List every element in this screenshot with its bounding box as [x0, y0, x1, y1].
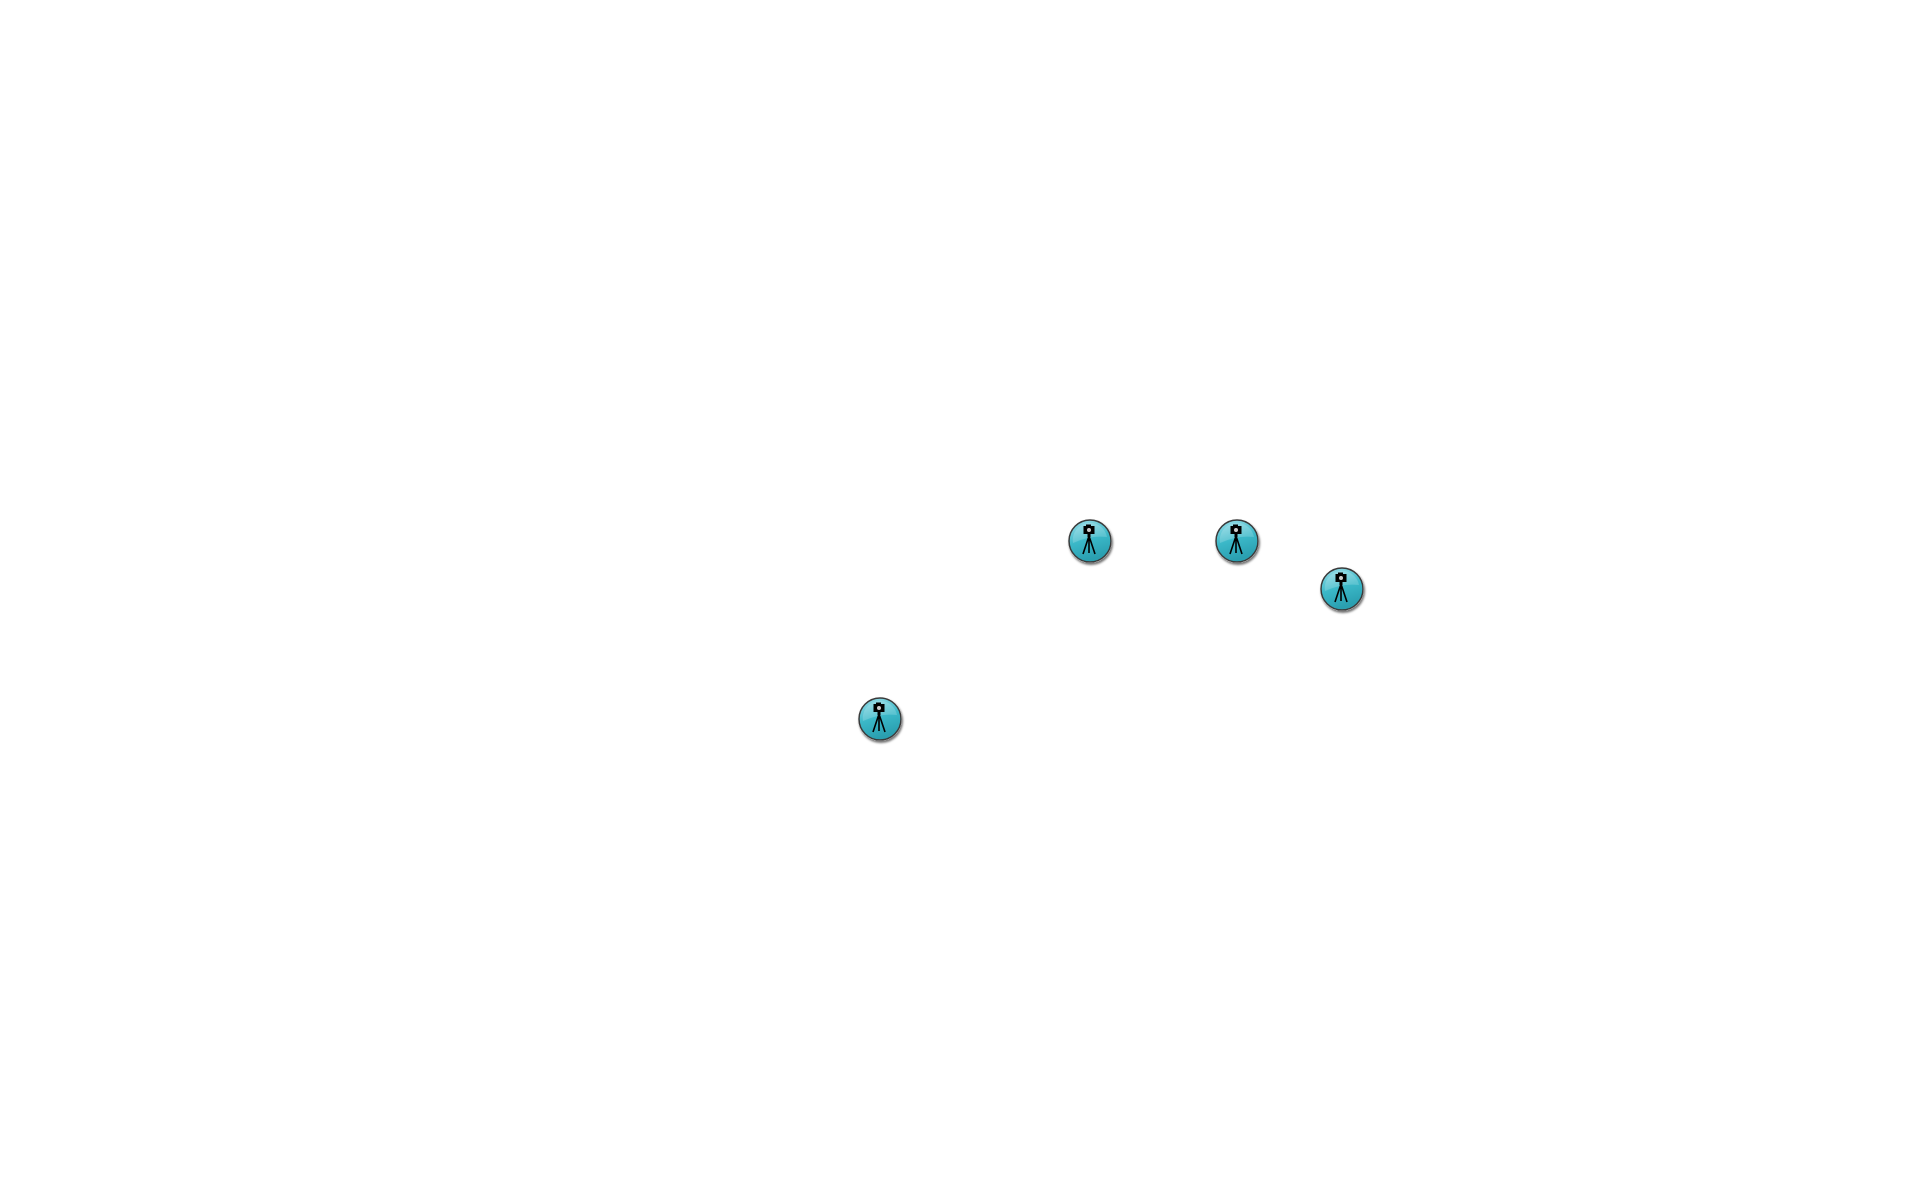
camera-tripod-icon — [1215, 519, 1259, 563]
camera-tripod-icon — [1068, 519, 1112, 563]
camera-marker[interactable] — [1068, 519, 1112, 563]
camera-tripod-icon — [858, 697, 902, 741]
camera-marker[interactable] — [1215, 519, 1259, 563]
camera-tripod-icon — [1320, 567, 1364, 611]
camera-marker[interactable] — [858, 697, 902, 741]
camera-marker[interactable] — [1320, 567, 1364, 611]
